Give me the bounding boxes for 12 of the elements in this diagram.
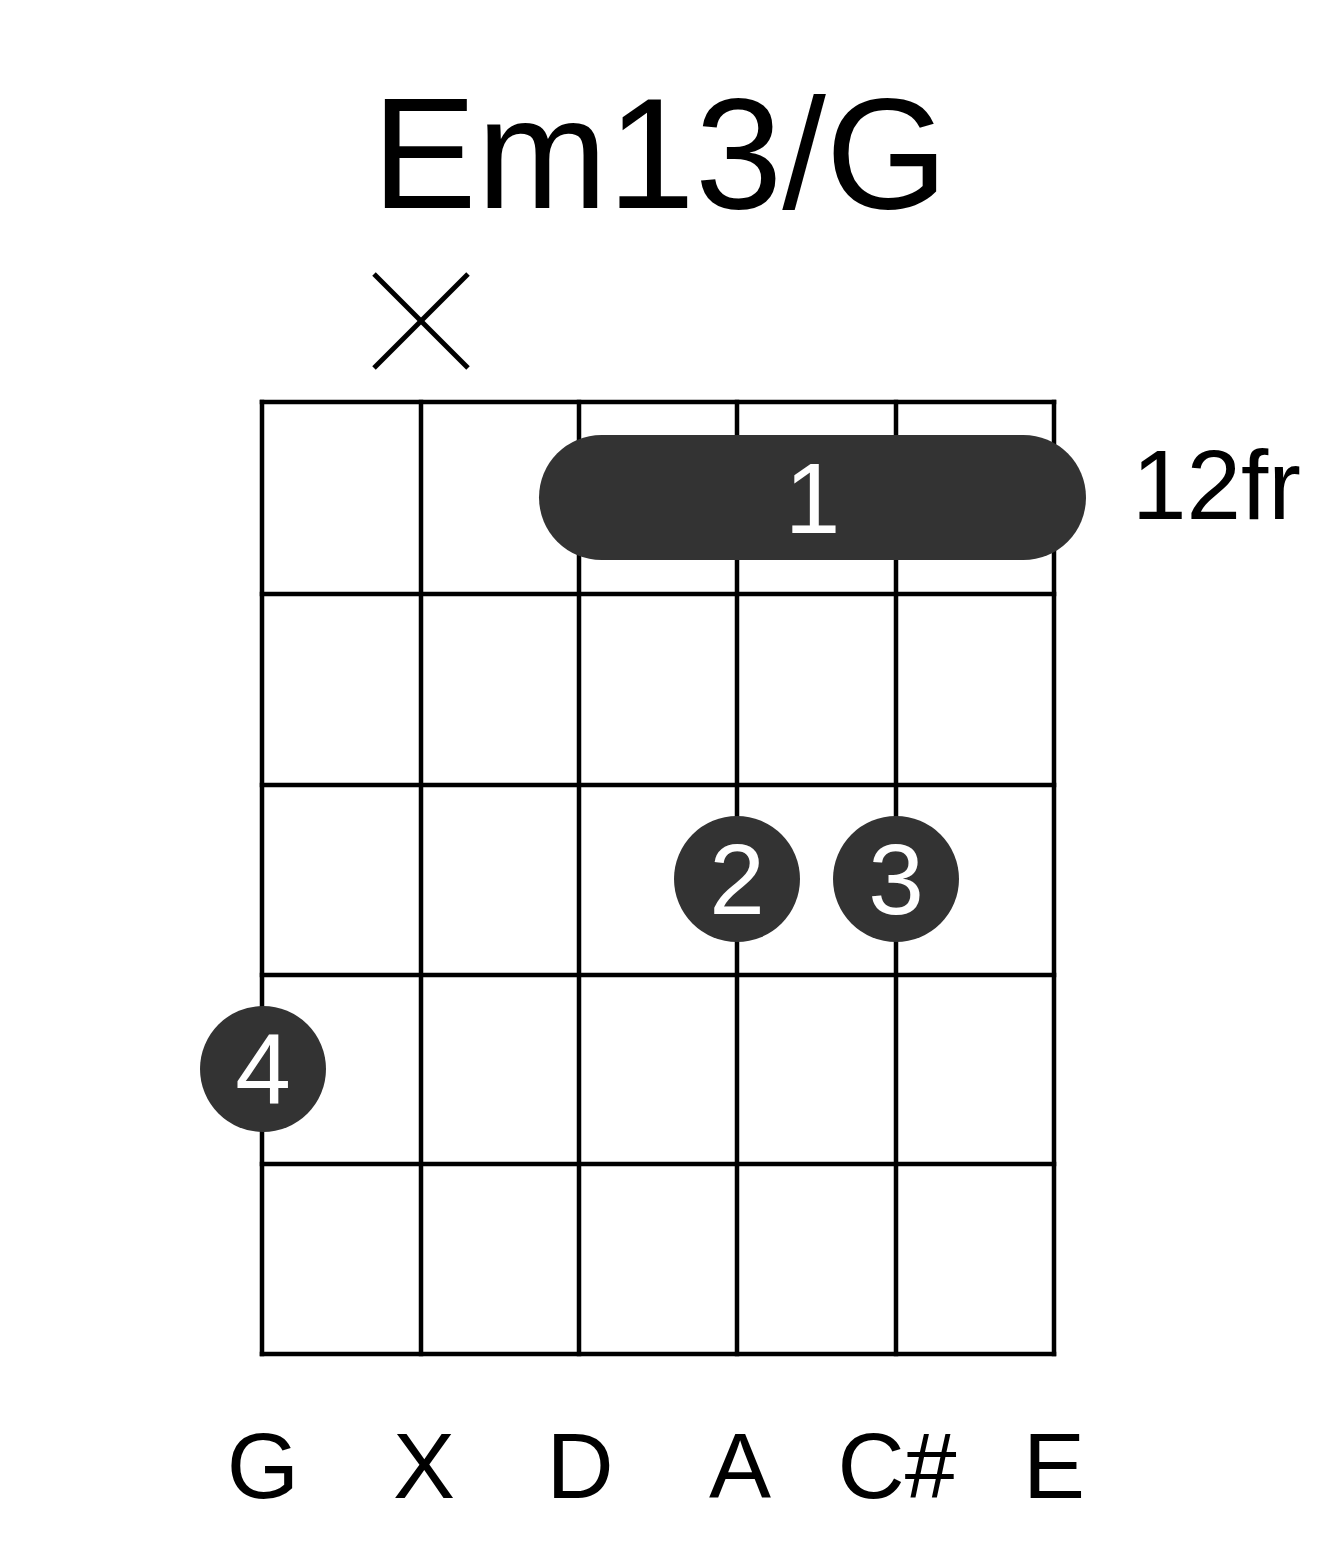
string-note-label: X (393, 1419, 455, 1513)
string-note-label: E (1023, 1419, 1085, 1513)
string-note-label: D (546, 1419, 614, 1513)
string-note-label: G (226, 1419, 300, 1513)
finger-number: 4 (235, 1019, 291, 1119)
finger-number: 3 (868, 829, 924, 929)
string-note-label: C# (837, 1419, 957, 1513)
string-note-label: A (709, 1419, 771, 1513)
finger-number: 2 (709, 829, 765, 929)
chord-title: Em13/G (372, 74, 948, 232)
fret-position-label: 12fr (1132, 436, 1301, 534)
finger-number: 1 (784, 447, 841, 548)
